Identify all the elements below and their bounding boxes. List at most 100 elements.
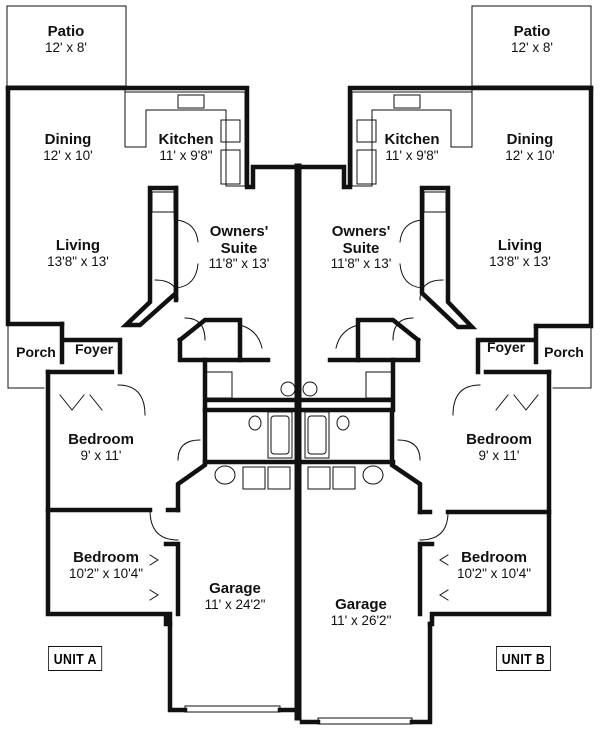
room-dimensions: 12' x 8' xyxy=(45,39,87,55)
room-dimensions: 11' x 9'8" xyxy=(159,147,213,163)
room-name-2: Suite xyxy=(342,239,380,257)
foyer-b-label: Foyer xyxy=(478,339,534,355)
dryer xyxy=(307,466,331,490)
room-dimensions: 11' x 26'2" xyxy=(330,612,392,628)
room-name: Bedroom xyxy=(68,431,134,448)
kitchen-wall xyxy=(419,185,478,330)
owners-suite-a-label: Owners' Suite 11'8" x 13' xyxy=(196,223,282,272)
room-name: Living xyxy=(55,237,101,254)
room-dimensions: 13'8" x 13' xyxy=(47,253,109,269)
room-name: Bedroom xyxy=(461,549,527,566)
room-dimensions: 11'8" x 13' xyxy=(208,256,270,271)
room-name: Living xyxy=(497,237,543,254)
patio-b-label: Patio 12' x 8' xyxy=(492,23,572,55)
patio-a-label: Patio 12' x 8' xyxy=(26,23,106,55)
tub xyxy=(304,411,330,459)
kitchen-counter xyxy=(351,89,473,187)
room-name: Patio xyxy=(47,23,85,40)
kitchen-wall xyxy=(120,185,179,328)
bath-walls-2 xyxy=(299,357,396,413)
washer xyxy=(332,466,356,490)
room-name: Dining xyxy=(506,131,554,148)
room-name: Kitchen xyxy=(384,131,440,148)
bath-wall xyxy=(355,317,422,363)
closet xyxy=(423,191,447,213)
kitchen-counter xyxy=(124,89,246,187)
living-b-label: Living 13'8" x 13' xyxy=(472,237,568,269)
room-name: Bedroom xyxy=(466,431,532,448)
sink xyxy=(393,94,421,109)
porch-b-label: Porch xyxy=(536,344,592,360)
dining-a-label: Dining 12' x 10' xyxy=(26,131,110,163)
closet xyxy=(151,191,175,213)
room-name: Foyer xyxy=(486,339,526,355)
room-name-2: Suite xyxy=(220,239,258,257)
hall-wall xyxy=(389,407,435,617)
porch-wall xyxy=(7,323,45,389)
room-dimensions: 10'2" x 10'4" xyxy=(456,565,532,581)
vanity-sink xyxy=(214,465,236,485)
sink-2 xyxy=(280,381,296,397)
windows xyxy=(307,85,592,615)
room-name: Dining xyxy=(44,131,92,148)
garage-door xyxy=(317,717,413,725)
room-name: Patio xyxy=(513,23,551,40)
room-name: Porch xyxy=(16,344,56,360)
windows xyxy=(7,85,291,615)
bedroom2-b-label: Bedroom 10'2" x 10'4" xyxy=(444,549,544,581)
room-dimensions: 9' x 11' xyxy=(80,447,122,463)
fridge xyxy=(356,149,377,185)
toilet xyxy=(248,415,262,431)
shower xyxy=(365,371,393,399)
washer xyxy=(242,466,266,490)
sink-2 xyxy=(302,381,318,397)
room-name: Owners' xyxy=(331,223,391,240)
bedroom-exterior xyxy=(427,369,552,627)
room-dimensions: 11'8" x 13' xyxy=(330,256,392,271)
range xyxy=(356,119,377,143)
bedroom-exterior xyxy=(45,369,173,627)
unit-b-walls xyxy=(299,5,594,725)
hall-wall xyxy=(163,407,208,617)
dryer xyxy=(267,466,291,490)
room-name: Garage xyxy=(335,596,387,613)
room-name: Kitchen xyxy=(158,131,214,148)
vanity-sink xyxy=(362,465,384,485)
fridge xyxy=(220,149,241,185)
room-dimensions: 9' x 11' xyxy=(478,447,520,463)
garage-door xyxy=(184,705,281,713)
room-name: Bedroom xyxy=(73,549,139,566)
room-dimensions: 10'2" x 10'4" xyxy=(68,565,144,581)
bedroom1-b-label: Bedroom 9' x 11' xyxy=(454,431,544,463)
tub-inner xyxy=(307,415,327,455)
bath-wall xyxy=(176,317,243,363)
room-name: Porch xyxy=(544,344,584,360)
garage-exterior xyxy=(167,611,297,713)
kitchen-b-label: Kitchen 11' x 9'8" xyxy=(372,131,452,163)
tub xyxy=(267,411,293,459)
bath-walls-2 xyxy=(202,357,297,413)
kitchen-a-label: Kitchen 11' x 9'8" xyxy=(146,131,226,163)
room-dimensions: 11' x 9'8" xyxy=(385,147,439,163)
room-dimensions: 12' x 8' xyxy=(511,39,553,55)
garage-a-label: Garage 11' x 24'2" xyxy=(192,580,278,612)
room-name: Foyer xyxy=(74,341,114,357)
foyer-a-label: Foyer xyxy=(66,341,122,357)
range xyxy=(220,119,241,143)
unit-a-walls xyxy=(5,5,297,713)
room-dimensions: 11' x 24'2" xyxy=(204,596,266,612)
living-a-label: Living 13'8" x 13' xyxy=(30,237,126,269)
shower xyxy=(205,371,233,399)
exterior-wall-left xyxy=(5,85,65,327)
doors xyxy=(59,219,263,601)
room-dimensions: 12' x 10' xyxy=(505,147,555,163)
dining-b-label: Dining 12' x 10' xyxy=(488,131,572,163)
foyer-walls xyxy=(475,323,539,375)
porch-a-label: Porch xyxy=(8,344,64,360)
room-name: Owners' xyxy=(209,223,269,240)
sink xyxy=(177,94,205,109)
unit-a-tag: UNIT A xyxy=(48,646,103,671)
exterior-wall-right xyxy=(533,85,594,329)
owners-suite-b-label: Owners' Suite 11'8" x 13' xyxy=(318,223,404,272)
